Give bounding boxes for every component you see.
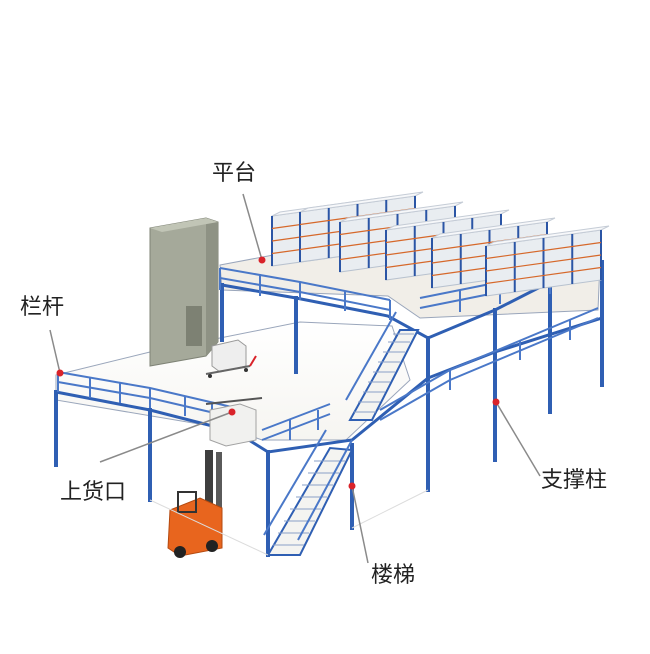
storage-rack <box>485 225 610 297</box>
support-columns <box>54 260 604 557</box>
goods-elevator-icon <box>149 217 219 367</box>
forklift-icon <box>167 450 223 558</box>
label-support-column: 支撑柱 <box>541 468 608 493</box>
label-platform: 平台 <box>212 161 257 186</box>
label-staircase: 楼梯 <box>371 563 416 588</box>
label-railing: 栏杆 <box>20 295 65 320</box>
leader-lines <box>49 193 541 564</box>
ground-shadow <box>149 489 429 556</box>
loading-port-cargo <box>205 397 263 447</box>
label-loading-port: 上货口 <box>60 480 127 505</box>
leader-dots <box>56 256 500 490</box>
upper-staircase <box>345 311 420 421</box>
storage-racks <box>271 191 610 297</box>
pallet-cart-icon <box>205 339 257 378</box>
lower-staircase <box>263 429 354 556</box>
